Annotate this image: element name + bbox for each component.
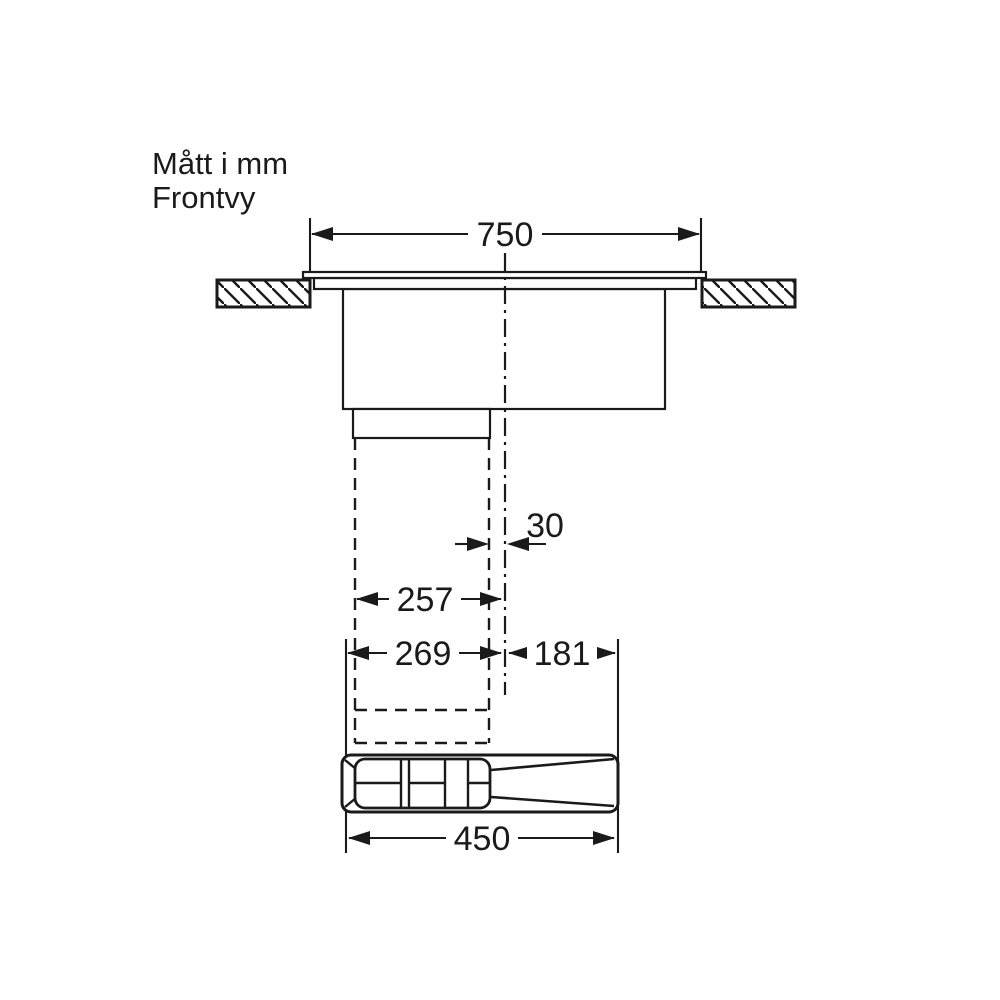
dimension-30: 30 (455, 507, 564, 551)
dimension-257: 257 (356, 580, 502, 619)
arrow-left-icon (347, 646, 369, 660)
dimension-750: 750 (308, 214, 703, 271)
dim-269-text-gap (387, 634, 459, 672)
plinth-chamfer-bottom-left (344, 797, 357, 808)
arrow-right-icon (593, 831, 615, 845)
dim-181-value: 181 (534, 635, 591, 673)
dim-257-value: 257 (397, 581, 454, 619)
drawing-title: Mått i mm Frontvy (152, 146, 288, 215)
plinth-chamfer-top-left (344, 759, 357, 770)
extension-lines (344, 639, 620, 853)
arrow-left-icon (311, 227, 333, 241)
plinth-taper-section (490, 757, 615, 808)
worktop-section (215, 278, 797, 309)
arrow-right-icon (480, 646, 502, 660)
arrow-right-icon (480, 592, 502, 606)
dim-30-value: 30 (526, 507, 564, 545)
arrow-right-icon (467, 537, 489, 551)
duct-channel-dashed (353, 438, 491, 745)
dimension-269: 269 (347, 634, 502, 673)
arrow-left-icon (507, 537, 529, 551)
plinth-taper-top (490, 757, 615, 772)
arrow-left-icon (348, 831, 370, 845)
dim-269-value: 269 (395, 635, 452, 673)
title-view-label: Frontvy (152, 180, 256, 215)
worktop-hatch-right (700, 278, 797, 309)
dim-750-value: 750 (477, 216, 534, 254)
duct-connector-box (351, 407, 492, 440)
arrow-right-icon (678, 227, 700, 241)
dim-450-text-gap (446, 819, 518, 857)
dim-181-text-gap (527, 634, 597, 672)
arrow-left-icon (508, 646, 530, 660)
arrow-left-icon (356, 592, 378, 606)
arrow-right-icon (594, 646, 616, 660)
dim-450-value: 450 (454, 820, 511, 858)
dim-257-text-gap (389, 580, 461, 618)
plinth-duct-unit (340, 753, 620, 814)
plinth-taper-bottom (490, 795, 615, 808)
title-units-label: Mått i mm (152, 146, 288, 181)
plinth-inner-structure (344, 759, 489, 808)
dim-750-text-gap (468, 214, 542, 254)
dimension-181: 181 (508, 634, 616, 673)
dimension-450: 450 (348, 819, 615, 858)
worktop-hatch-left (215, 278, 312, 309)
